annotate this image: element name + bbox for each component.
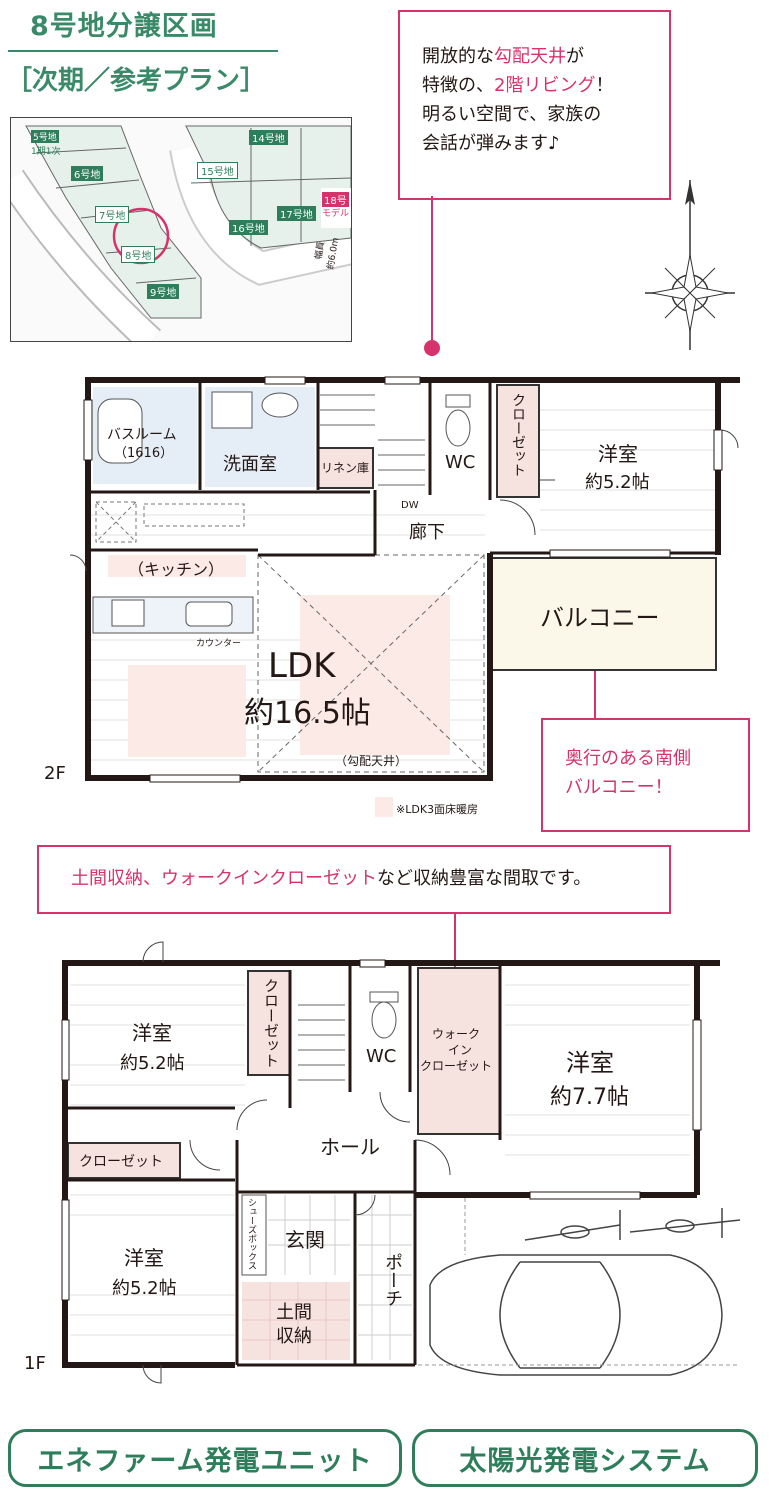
room-label-western: 洋室 bbox=[598, 442, 638, 466]
room-label-western-3: 洋室 bbox=[124, 1246, 164, 1270]
room-label-doma-1: 土間 bbox=[276, 1302, 312, 1323]
room-label-hall: ホール bbox=[320, 1135, 380, 1159]
room-label-corridor: 廊下 bbox=[409, 522, 445, 543]
room-size-ldk: 約16.5帖 bbox=[244, 696, 371, 731]
lot-label: 16号地 bbox=[229, 220, 268, 235]
label-dw: DW bbox=[401, 500, 419, 511]
floor-label-2f: 2F bbox=[44, 763, 66, 784]
floor-label-1f: 1F bbox=[24, 1353, 46, 1374]
page-title: 8号地分譲区画 bbox=[30, 11, 218, 42]
room-label-western-2: 洋室 bbox=[566, 1049, 614, 1077]
title-divider bbox=[8, 50, 278, 52]
compass-icon bbox=[640, 175, 740, 355]
room-size-bathroom: （1616） bbox=[114, 446, 174, 461]
wic-label-line1: ウォーク bbox=[432, 1027, 481, 1041]
room-label-balcony: バルコニー bbox=[540, 604, 660, 632]
page-subtitle: ［次期／参考プラン］ bbox=[6, 66, 267, 96]
label-ceiling: （勾配天井） bbox=[335, 754, 408, 768]
note-floor-heating: ※LDK3面床暖房 bbox=[396, 803, 479, 816]
lot-label: 15号地 bbox=[197, 162, 238, 179]
room-label-porch: ポーチ bbox=[382, 1253, 403, 1307]
callout-highlight: 2階リビング bbox=[494, 75, 596, 96]
room-size-western: 約5.2帖 bbox=[585, 472, 650, 493]
room-size-western-3: 約5.2帖 bbox=[112, 1278, 177, 1299]
callout-text: など収納豊富な間取です。 bbox=[377, 868, 592, 889]
room-label-wc-1f: WC bbox=[366, 1046, 397, 1067]
label-counter: カウンター bbox=[196, 639, 242, 649]
lot-label: 5号地 bbox=[31, 130, 59, 143]
room-size-western-2: 約7.7帖 bbox=[550, 1085, 629, 1110]
callout-text: バルコニー！ bbox=[565, 777, 673, 798]
room-label-doma-2: 収納 bbox=[276, 1326, 312, 1347]
lot-label: 9号地 bbox=[147, 284, 180, 299]
callout-highlight: 土間収納、ウォークインクローゼット bbox=[71, 868, 377, 889]
lot-label: モデル bbox=[322, 209, 350, 219]
callout-storage: 土間収納、ウォークインクローゼットなど収納豊富な間取です。 bbox=[37, 845, 671, 914]
site-map: 5号地 1期1次 6号地 7号地 8号地 9号地 14号地 15号地 16号地 … bbox=[10, 117, 352, 342]
room-label-ldk: LDK bbox=[268, 646, 336, 686]
room-label-closet-horizontal: クローゼット bbox=[79, 1154, 163, 1170]
lot-label: 18号 bbox=[322, 192, 349, 207]
callout-highlight: 勾配天井 bbox=[494, 46, 566, 67]
lot-label: 1期1次 bbox=[31, 147, 61, 157]
callout-text: が bbox=[566, 46, 584, 67]
room-label-linen: リネン庫 bbox=[321, 461, 370, 475]
room-label-closet: クローゼット bbox=[510, 393, 526, 477]
wic-label-line3: クローゼット bbox=[420, 1059, 493, 1073]
room-label-bathroom: バスルーム bbox=[107, 427, 177, 443]
lot-label: 17号地 bbox=[277, 206, 316, 221]
callout-text: 特徴の、 bbox=[422, 75, 494, 96]
callout-top: 開放的な勾配天井が 特徴の、2階リビング！ 明るい空間で、家族の 会話が弾みます… bbox=[398, 10, 671, 200]
wic-label-line2: イン bbox=[448, 1043, 473, 1057]
badge-solar: 太陽光発電システム bbox=[412, 1429, 758, 1487]
room-label-wc: WC bbox=[445, 452, 476, 473]
badge-enefarm: エネファーム発電ユニット bbox=[8, 1429, 402, 1487]
callout-text: ！ bbox=[595, 75, 614, 96]
room-label-closet-vertical: クローゼット bbox=[262, 978, 280, 1068]
room-label-washroom: 洗面室 bbox=[223, 454, 277, 475]
callout-balcony: 奥行のある南側 バルコニー！ bbox=[541, 718, 750, 832]
room-size-western-1: 約5.2帖 bbox=[120, 1053, 185, 1074]
lot-label: 7号地 bbox=[95, 206, 130, 223]
lot-label: 6号地 bbox=[71, 166, 104, 181]
lot-label: 14号地 bbox=[249, 130, 288, 145]
room-label-entrance: 玄関 bbox=[285, 1228, 325, 1252]
room-label-shoebox: シューズボックス bbox=[246, 1198, 256, 1270]
callout-text: 会話が弾みます♪ bbox=[422, 133, 560, 154]
room-label-kitchen: （キッチン） bbox=[128, 560, 225, 579]
callout-text: 明るい空間で、家族の bbox=[422, 104, 602, 125]
callout-text: 奥行のある南側 bbox=[565, 748, 691, 769]
lot-label-selected: 8号地 bbox=[121, 246, 156, 263]
callout-text: 開放的な bbox=[422, 46, 494, 67]
room-label-western-1: 洋室 bbox=[132, 1021, 172, 1045]
